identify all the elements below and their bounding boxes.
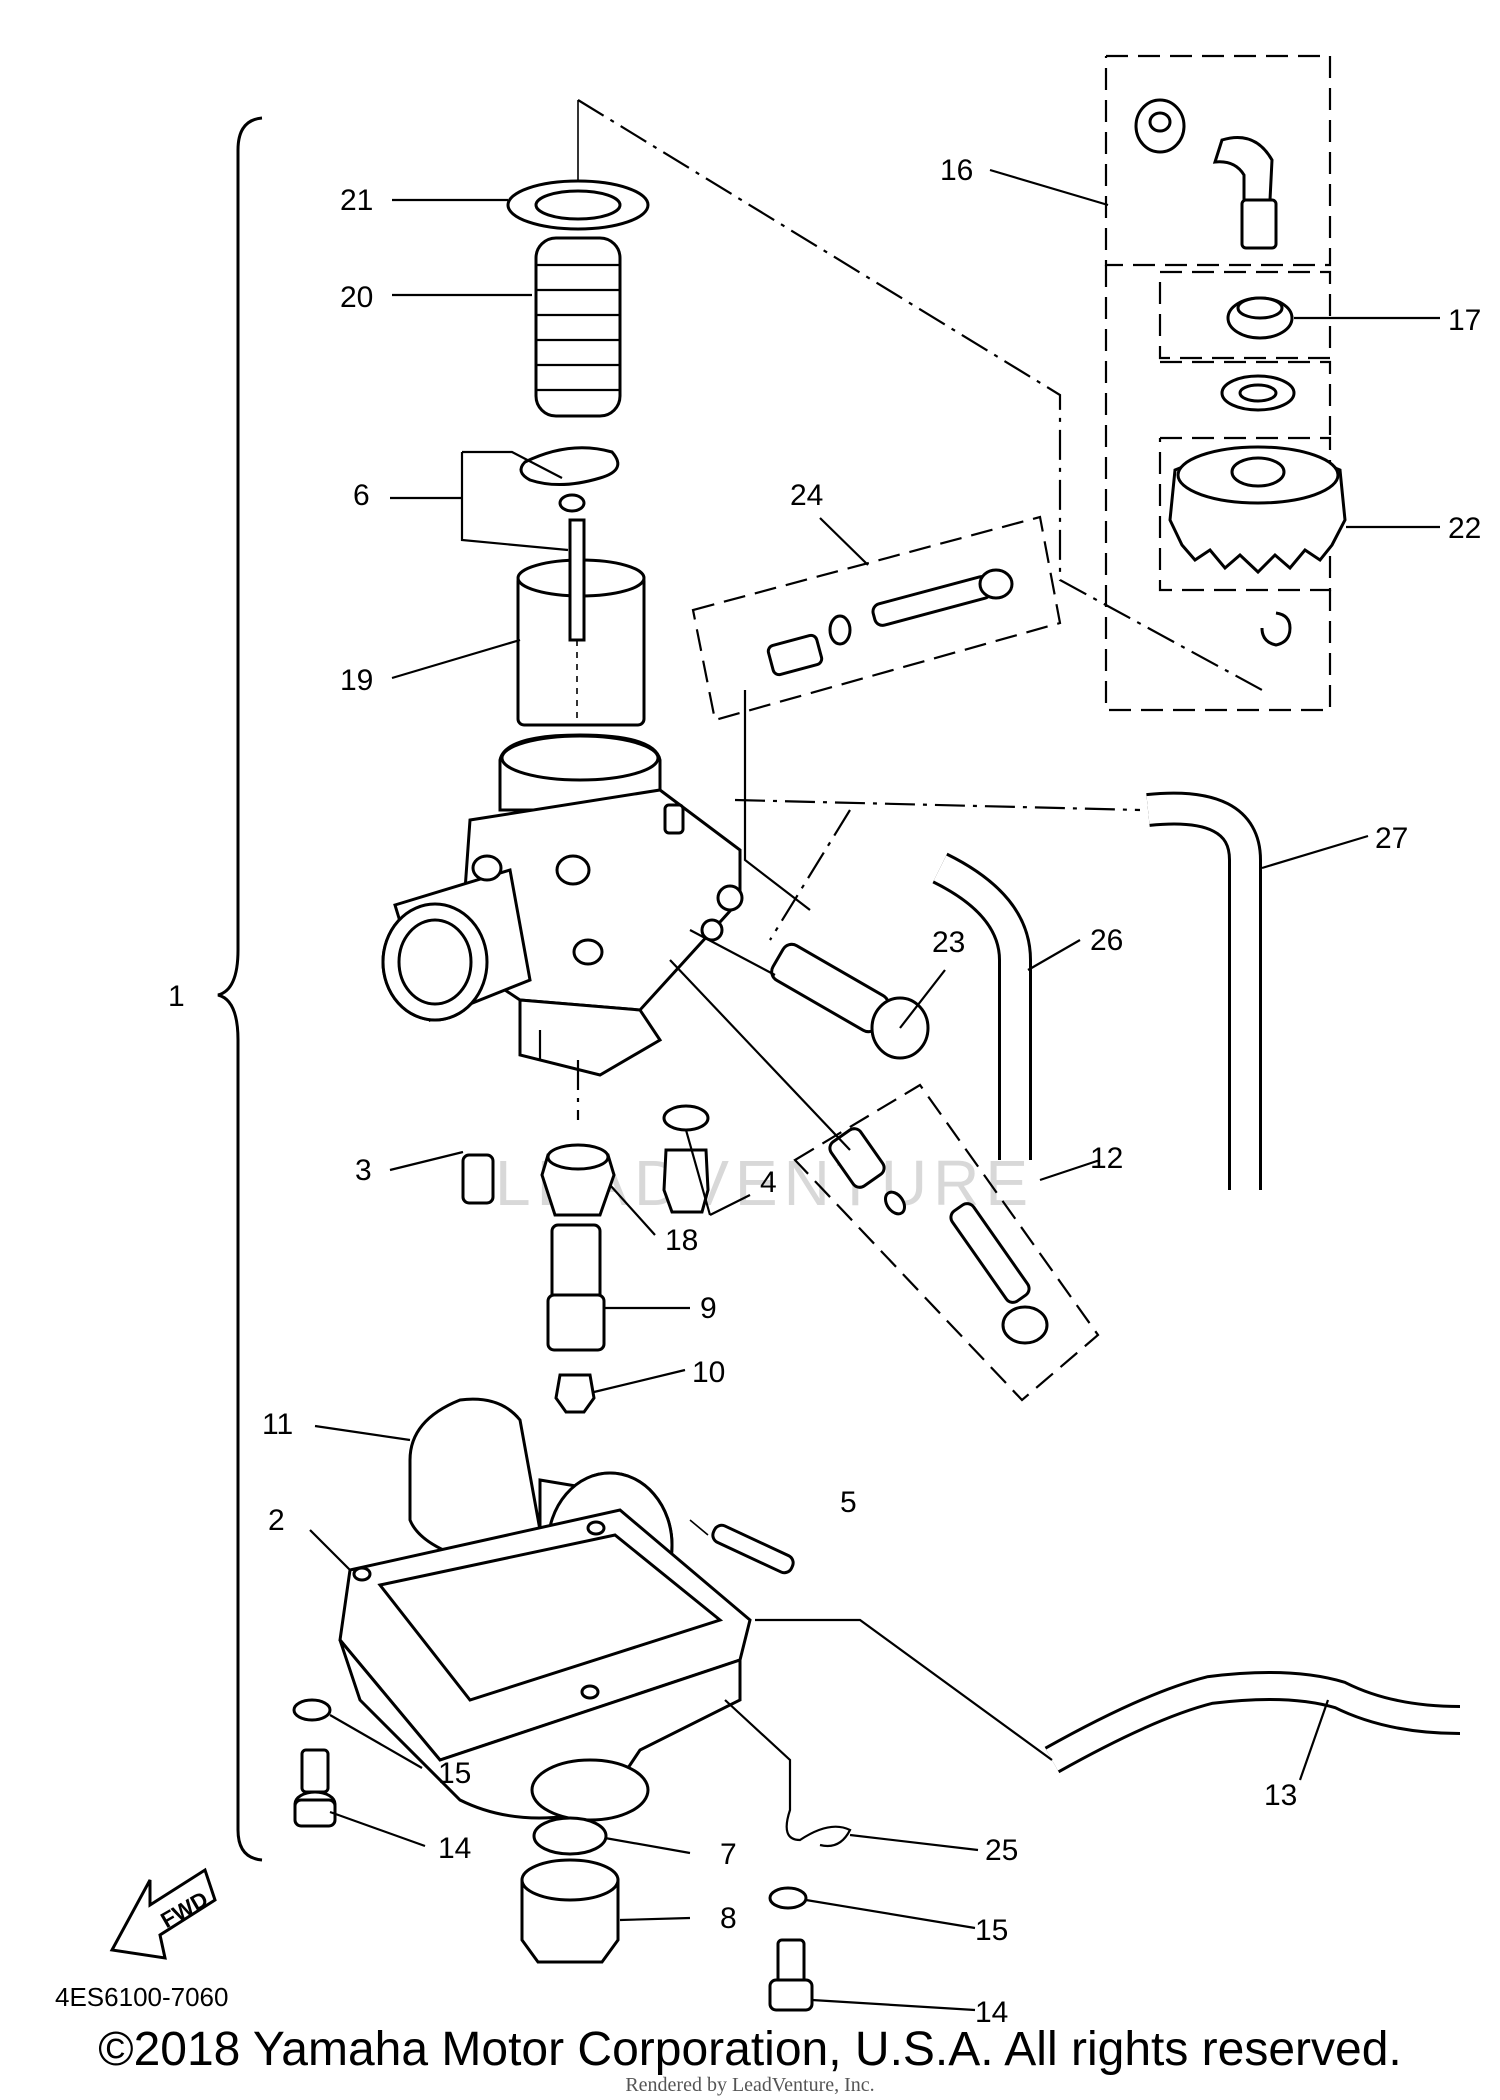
- callout-labels: 1 2 3 4 5 6 7 8 9 10 11 12 13 14 14 15 1…: [168, 154, 1481, 2029]
- throttle-stop-screw-group: [669, 959, 1100, 1402]
- callout-25: 25: [985, 1834, 1018, 1867]
- diagram-code: 4ES6100-7060: [55, 1982, 228, 2012]
- callout-14a: 14: [438, 1832, 471, 1865]
- callout-12: 12: [1090, 1142, 1123, 1175]
- callout-9: 9: [700, 1292, 717, 1325]
- washer-icon: [768, 1886, 808, 1910]
- rendered-by-note: Rendered by LeadVenture, Inc.: [625, 2074, 875, 2096]
- callout-6: 6: [353, 479, 370, 512]
- screw-icon: [300, 1748, 330, 1794]
- callout-1: 1: [168, 980, 185, 1013]
- callout-7: 7: [720, 1838, 737, 1871]
- o-ring-icon: [662, 1104, 710, 1132]
- main-jet-icon: [554, 1373, 596, 1414]
- callout-26: 26: [1090, 924, 1123, 957]
- jet-needle-icon: [568, 518, 586, 642]
- pilot-screw-group: [691, 515, 1062, 911]
- callout-23: 23: [932, 926, 965, 959]
- spring-clip-icon: [724, 1699, 852, 1848]
- callout-15a: 15: [438, 1757, 471, 1790]
- callout-18: 18: [665, 1224, 698, 1257]
- bowl-screws-group: [292, 1698, 814, 2012]
- assembly-line: [577, 99, 1263, 691]
- callout-2: 2: [268, 1504, 285, 1537]
- starter-plunger-group: [1104, 54, 1347, 712]
- hose-27-icon: [1146, 791, 1262, 1190]
- callout-20: 20: [340, 281, 373, 314]
- callout-16: 16: [940, 154, 973, 187]
- callout-27: 27: [1375, 822, 1408, 855]
- throttle-spring-icon: [534, 236, 622, 418]
- callout-11: 11: [262, 1408, 293, 1441]
- fwd-arrow-icon: FWD: [109, 1867, 217, 1960]
- callout-8: 8: [720, 1902, 737, 1935]
- callout-17: 17: [1448, 304, 1481, 337]
- callout-24: 24: [790, 479, 823, 512]
- copyright-notice: ©2018 Yamaha Motor Corporation, U.S.A. A…: [98, 2023, 1402, 2076]
- carburetor-body: [381, 733, 744, 1077]
- callout-13: 13: [1264, 1779, 1297, 1812]
- elbow-fitting-icon: [1212, 136, 1274, 202]
- callout-22: 22: [1448, 512, 1481, 545]
- clip-icon: [1260, 611, 1292, 647]
- clip-plate-icon: [519, 446, 620, 487]
- float-pin-icon: [711, 1523, 795, 1575]
- washer-icon: [292, 1698, 332, 1722]
- callout-5: 5: [840, 1486, 857, 1519]
- gasket-icon: [532, 1816, 608, 1856]
- callout-3: 3: [355, 1154, 372, 1187]
- callout-19: 19: [340, 664, 373, 697]
- leader-lines: [309, 168, 1440, 2012]
- callout-15b: 15: [975, 1914, 1008, 1947]
- jets-group: [461, 1030, 710, 1414]
- callout-21: 21: [340, 184, 373, 217]
- callout-10: 10: [692, 1356, 725, 1389]
- callout-14b: 14: [975, 1996, 1008, 2029]
- assembly-brace: [217, 116, 263, 1862]
- throttle-valve-group: [506, 179, 650, 727]
- starter-plunger-icon: [689, 929, 930, 1060]
- pilot-jet-icon: [461, 1153, 495, 1205]
- float-bowl-icon: [338, 1508, 752, 1822]
- callout-4: 4: [760, 1166, 777, 1199]
